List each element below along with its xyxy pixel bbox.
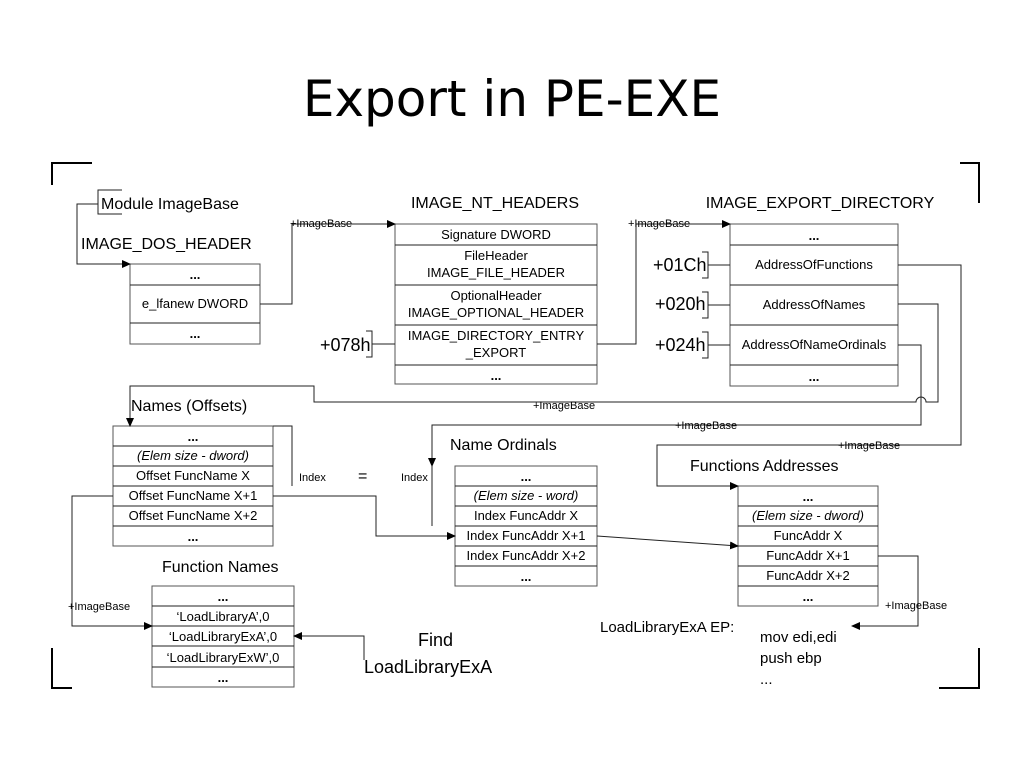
nt-row-directory-entry: IMAGE_DIRECTORY_ENTRY [408,328,585,343]
export-offset-01ch: +01Ch [653,255,707,275]
imagebase-label-export: +ImageBase [628,218,690,230]
export-row-address-of-name-ordinals: AddressOfNameOrdinals [742,337,887,352]
functions-table: ... (Elem size - dword) FuncAddr X FuncA… [737,485,879,607]
nt-row-ellipsis: ... [491,368,502,383]
ordinals-row-x1: Index FuncAddr X+1 [467,528,586,543]
nt-row-fileheader-type: IMAGE_FILE_HEADER [427,265,565,280]
names-table: ... (Elem size - dword) Offset FuncName … [112,425,274,547]
functions-row-elem-size: (Elem size - dword) [752,508,864,523]
names-row-x: Offset FuncName X [136,468,250,483]
names-row-x1: Offset FuncName X+1 [129,488,258,503]
nt-headers-table: Signature DWORD FileHeader IMAGE_FILE_HE… [394,223,598,385]
nt-row-optionalheader: OptionalHeader [450,288,542,303]
ordinals-table: ... (Elem size - word) Index FuncAddr X … [454,465,598,587]
functions-row-x1: FuncAddr X+1 [766,548,849,563]
entry-point-label: LoadLibraryExA EP: [600,619,734,636]
dos-row-ellipsis-top: ... [190,267,201,282]
dos-header-table: ... e_lfanew DWORD ... [129,263,261,345]
entry-point-code-line-2: push ebp [760,650,822,667]
connectors: +ImageBase +ImageBase +ImageBase +ImageB… [68,189,962,660]
export-row-address-of-names: AddressOfNames [763,297,866,312]
nt-row-optionalheader-type: IMAGE_OPTIONAL_HEADER [408,305,584,320]
export-row-address-of-functions: AddressOfFunctions [755,257,873,272]
export-offset-braces [702,251,730,359]
function-name-loadlibraryexw: ‘LoadLibraryExW’,0 [167,650,280,665]
function-names-table: ... ‘LoadLibraryA’,0 ‘LoadLibraryExA’,0 … [151,585,295,688]
index-equals: = [358,468,367,485]
ordinals-row-x: Index FuncAddr X [474,508,578,523]
module-imagebase-label: Module ImageBase [101,196,239,213]
imagebase-label-entry-point: +ImageBase [885,600,947,612]
nt-row-fileheader: FileHeader [464,248,528,263]
ordinals-row-ellipsis-top: ... [521,469,532,484]
functions-title: Functions Addresses [690,458,839,475]
names-row-ellipsis-top: ... [188,429,199,444]
imagebase-label-functions: +ImageBase [838,440,900,452]
function-name-loadlibraryexa: ‘LoadLibraryExA’,0 [169,629,277,644]
export-directory-table: ... AddressOfFunctions AddressOfNames Ad… [729,223,899,387]
function-name-loadlibrarya: ‘LoadLibraryA’,0 [177,609,270,624]
imagebase-label-ordinals: +ImageBase [675,420,737,432]
function-names-title: Function Names [162,559,279,576]
function-names-row-ellipsis-top: ... [218,589,229,604]
names-row-x2: Offset FuncName X+2 [129,508,258,523]
ordinals-row-elem-size: (Elem size - word) [474,488,579,503]
function-names-row-ellipsis-bottom: ... [218,670,229,685]
export-offset-020h: +020h [655,294,706,314]
slide-title: Export in PE-EXE [303,70,721,128]
functions-row-ellipsis-bottom: ... [803,589,814,604]
nt-row-directory-entry-export: _EXPORT [465,345,527,360]
nt-row-signature: Signature DWORD [441,227,551,242]
imagebase-label-nt: +ImageBase [290,218,352,230]
dos-row-ellipsis-bottom: ... [190,326,201,341]
functions-row-x: FuncAddr X [774,528,843,543]
entry-point-code-line-3: ... [760,671,773,688]
index-label-ordinals: Index [401,472,428,484]
export-offset-024h: +024h [655,335,706,355]
frame-corners [51,162,980,689]
dos-row-e-lfanew: e_lfanew DWORD [142,296,248,311]
imagebase-label-function-names: +ImageBase [68,601,130,613]
entry-point-code-line-1: mov edi,edi [760,629,837,646]
index-label-names: Index [299,472,326,484]
ordinals-row-x2: Index FuncAddr X+2 [467,548,586,563]
index-relation: Index = Index [273,425,433,526]
imagebase-label-names: +ImageBase [533,400,595,412]
find-label: Find [418,630,453,650]
nt-headers-title: IMAGE_NT_HEADERS [411,195,579,212]
names-title: Names (Offsets) [131,398,247,415]
functions-row-ellipsis-top: ... [803,489,814,504]
export-row-ellipsis-top: ... [809,228,820,243]
ordinals-title: Name Ordinals [450,437,557,454]
ordinals-row-ellipsis-bottom: ... [521,569,532,584]
names-row-elem-size: (Elem size - dword) [137,448,249,463]
export-row-ellipsis-bottom: ... [809,369,820,384]
nt-offset-078h: +078h [320,335,371,355]
dos-header-title: IMAGE_DOS_HEADER [81,236,252,253]
names-row-ellipsis-bottom: ... [188,529,199,544]
functions-row-x2: FuncAddr X+2 [766,568,849,583]
find-target-label: LoadLibraryExA [364,657,492,677]
export-directory-title: IMAGE_EXPORT_DIRECTORY [706,195,935,212]
